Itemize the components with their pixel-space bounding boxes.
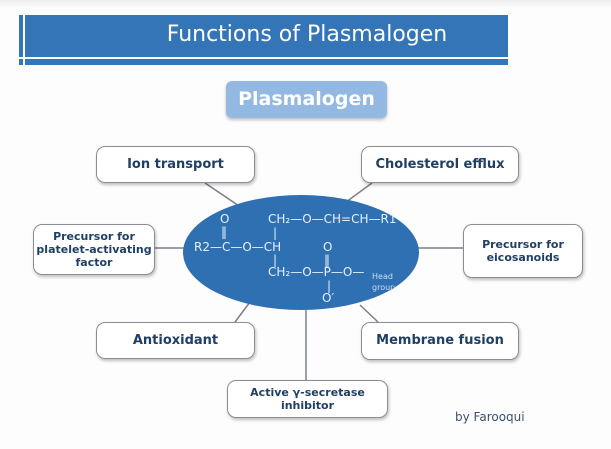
author-credit: by Farooqui	[455, 410, 525, 424]
top-shade	[0, 0, 611, 8]
phosphate-o-minus: O′	[322, 291, 335, 305]
function-gamma-secretase: Active γ-secretase inhibitor	[227, 380, 388, 418]
carbonyl-double-bond: ‖	[221, 225, 227, 239]
bond-vertical-3: |	[327, 279, 332, 293]
bond-vertical-1: |	[273, 226, 278, 240]
structure-row-3: CH₂—O—P—O—	[268, 265, 365, 279]
function-label: Ion transport	[127, 156, 224, 172]
function-membrane-fusion: Membrane fusion	[361, 322, 519, 360]
slide-title: Functions of Plasmalogen	[166, 22, 448, 47]
title-bar-accent-horizontal	[19, 57, 508, 59]
bond-vertical-2: |	[273, 253, 278, 267]
head-group-label: Head group	[372, 272, 396, 292]
carbonyl-oxygen: O	[220, 212, 230, 226]
center-label: Plasmalogen	[226, 81, 387, 118]
function-ion-transport: Ion transport	[96, 146, 255, 183]
function-label: Antioxidant	[132, 332, 219, 348]
function-cholesterol-efflux: Cholesterol efflux	[361, 146, 519, 183]
structure-row-1: CH₂—O—CH=CH—R1	[268, 212, 397, 226]
function-eicosanoids-precursor: Precursor for eicosanoids	[463, 224, 583, 278]
function-label: Membrane fusion	[376, 333, 504, 348]
structure-row-2: R2—C—O—CH	[194, 240, 282, 254]
phosphate-double-bond: ‖	[324, 253, 330, 267]
structure-ellipse	[183, 195, 419, 310]
connector-membrane-fusion	[359, 304, 379, 323]
function-label: Precursor for eicosanoids	[482, 238, 564, 264]
title-bar	[19, 15, 508, 65]
title-bar-accent-vertical	[23, 15, 25, 65]
connector-antioxidant	[234, 301, 251, 323]
function-label: Precursor for platelet-activating factor	[36, 230, 152, 269]
function-antioxidant: Antioxidant	[96, 322, 255, 359]
function-label: Active γ-secretase inhibitor	[250, 386, 365, 412]
function-paf-precursor: Precursor for platelet-activating factor	[33, 224, 155, 275]
phosphate-oxygen: O	[323, 240, 333, 254]
function-label: Cholesterol efflux	[375, 156, 505, 172]
